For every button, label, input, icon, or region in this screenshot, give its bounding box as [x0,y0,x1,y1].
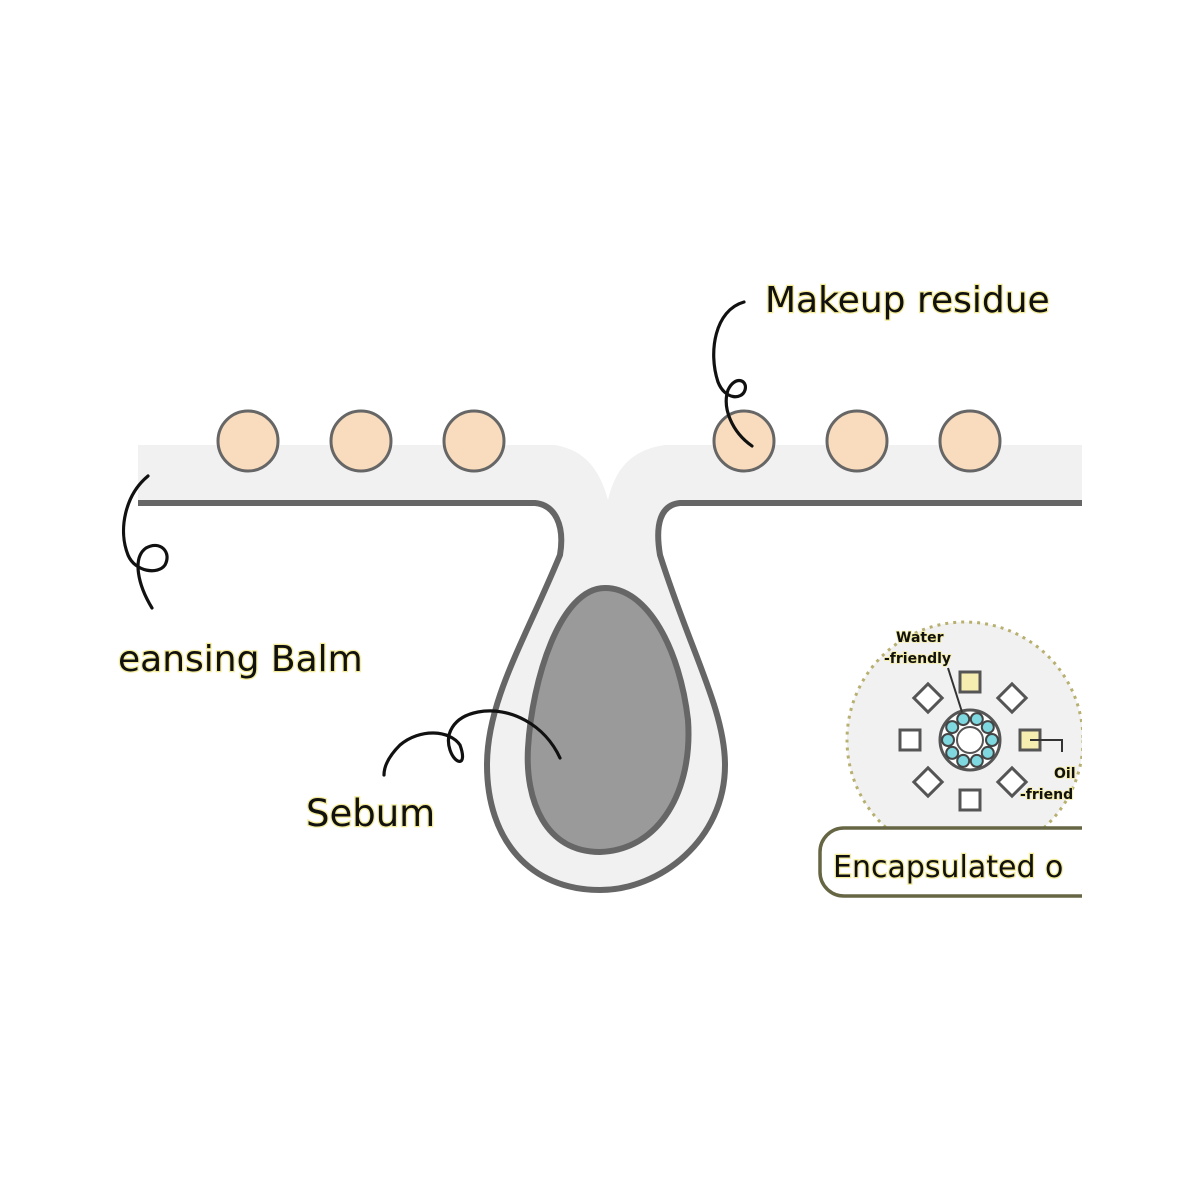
makeup-residue-label: Makeup residue [765,280,1050,321]
sebum-leader [382,709,562,777]
oil-friendly-label-line2: -friend [1020,787,1073,803]
cleansing-balm-label: eansing Balm [118,639,363,680]
pore-outline [138,500,1082,894]
micelle-dot [941,733,955,747]
micelle-dot [985,733,999,747]
water-friendly-square [898,728,922,752]
micelle-dot [969,712,984,727]
oil-friendly-square [958,670,982,694]
water-friendly-label-line2: -friendly [884,651,951,667]
residue-particle [825,409,889,473]
residue-particle [938,409,1002,473]
diagram-panel: Makeup residue eansing Balm Sebum [117,279,1082,898]
water-friendly-square [911,681,945,715]
makeup-residue-particles [216,409,1002,473]
micelle-dot [945,720,960,735]
encapsulated-label: Encapsulated o [833,850,1063,885]
oil-friendly-pointer [1030,739,1063,752]
micelle-dot [980,745,995,760]
micelle-dots [941,712,999,768]
residue-particle [216,409,280,473]
micelle-dot [969,753,984,768]
micelle-dot [945,745,960,760]
micelle-dot [980,720,995,735]
encapsulated-badge [818,826,1082,898]
encapsulated-oil-inset: Water -friendly Oil -friend Encapsulated… [818,620,1082,898]
water-friendly-pointer [947,667,963,713]
micelle-dot [956,712,971,727]
water-friendly-label: Water [896,630,944,646]
micelle-center [956,726,984,754]
residue-particle [442,409,506,473]
water-friendly-square [911,765,945,799]
sebum-plug [524,584,692,856]
water-friendly-square [995,681,1029,715]
micelle-dot [956,753,971,768]
sebum-label: Sebum [306,792,435,835]
residue-particle [329,409,393,473]
makeup-residue-leader [712,300,754,448]
cleansing-balm-leader [121,474,169,610]
oil-friendly-label: Oil [1054,766,1076,782]
water-friendly-square [958,788,982,812]
water-friendly-square [995,765,1029,799]
